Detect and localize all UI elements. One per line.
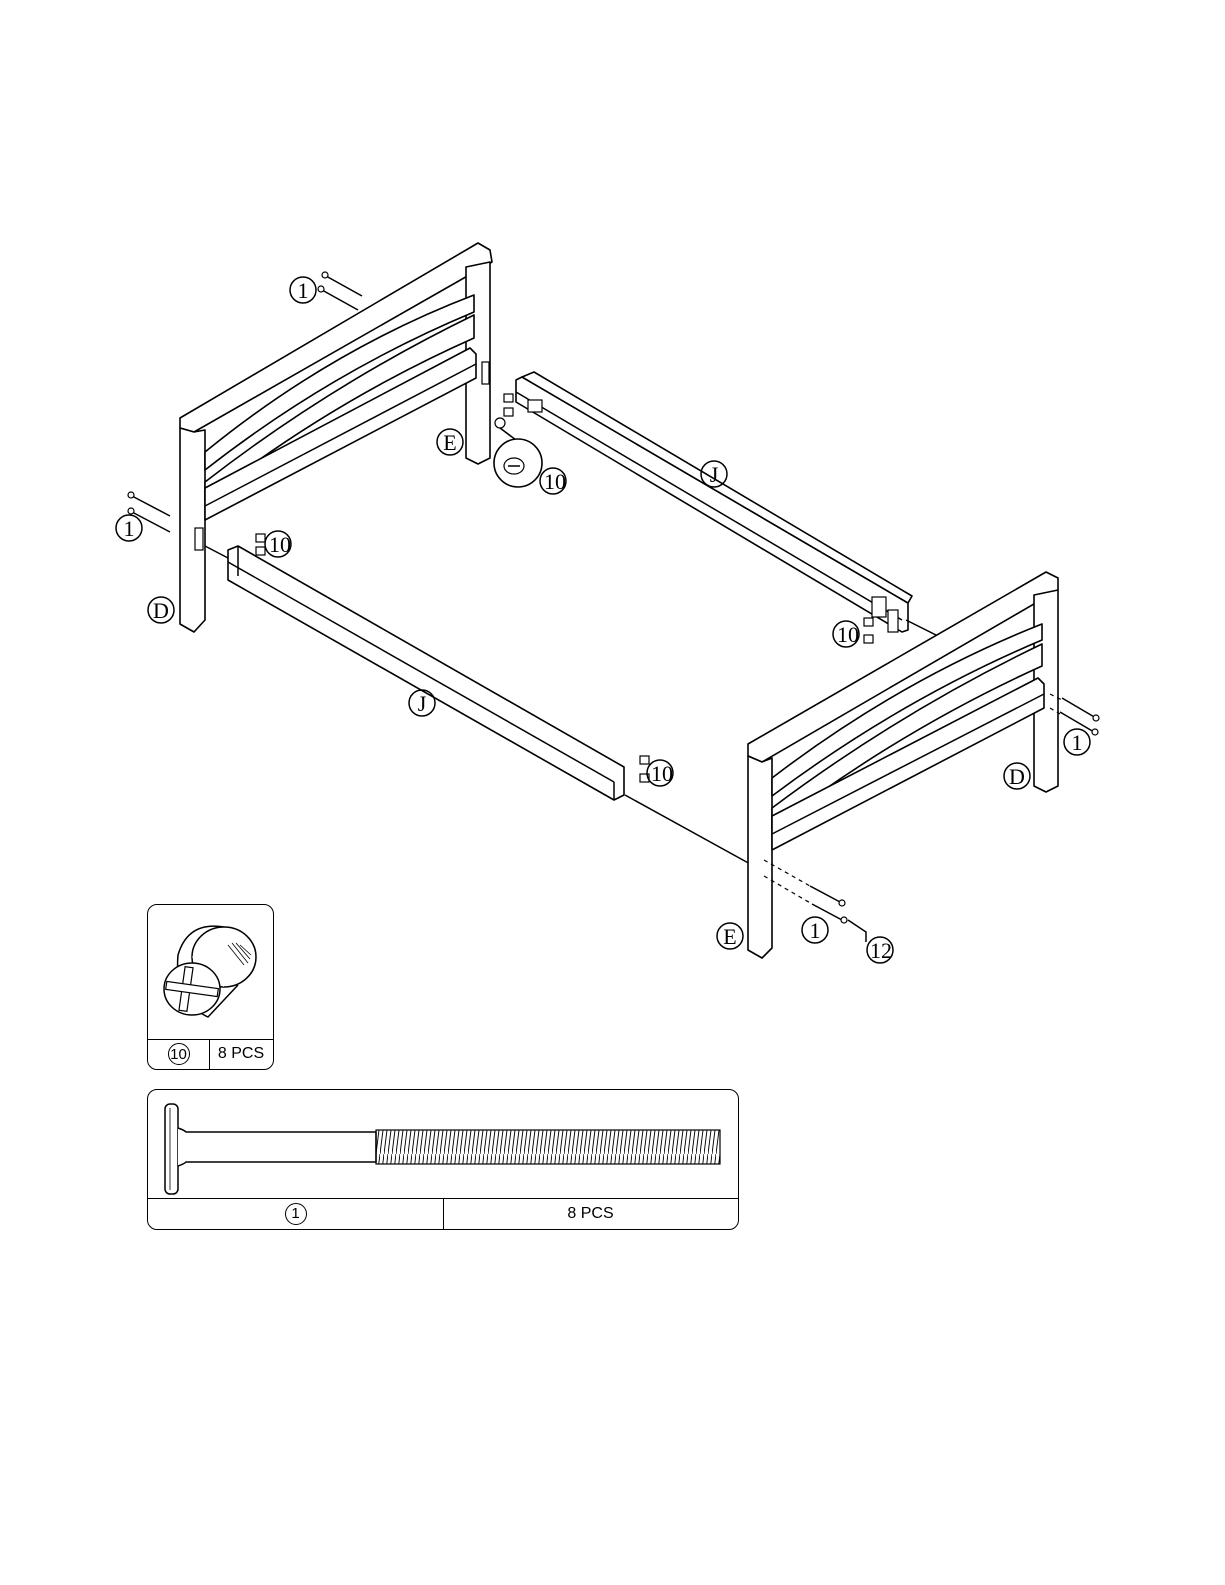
svg-text:10: 10: [651, 761, 673, 786]
callout-e-front: E: [717, 923, 743, 949]
callout-e-back: E: [437, 429, 463, 455]
svg-text:1: 1: [1072, 730, 1083, 755]
callout-12: 12: [867, 937, 893, 963]
cam-nuts: [256, 394, 873, 782]
svg-text:J: J: [418, 691, 427, 716]
callout-1-left: 1: [116, 515, 142, 541]
side-rail-back: [516, 372, 912, 632]
svg-text:1: 1: [124, 516, 135, 541]
svg-text:10: 10: [269, 532, 291, 557]
callout-1-right: 1: [1064, 729, 1090, 755]
callout-10-left: 10: [265, 531, 291, 557]
parts-box-bolt: 1 8 PCS: [147, 1089, 739, 1230]
side-rail-front: [228, 546, 624, 800]
svg-text:J: J: [710, 462, 719, 487]
cam-nut-magnifier: [494, 428, 542, 487]
callout-10-front-rail: 10: [647, 760, 673, 786]
svg-text:1: 1: [810, 918, 821, 943]
cam-nut-illustration: [148, 905, 273, 1039]
callout-d-right: D: [1004, 763, 1030, 789]
callout-10-center: 10: [540, 468, 566, 494]
svg-text:D: D: [153, 598, 169, 623]
parts-box-cam-nut: 10 8 PCS: [147, 904, 274, 1070]
svg-text:10: 10: [837, 622, 859, 647]
bolt-illustration: [148, 1090, 738, 1198]
callout-j-front: J: [409, 690, 435, 716]
bolt-part-number: 1: [148, 1198, 443, 1229]
svg-text:12: 12: [870, 938, 892, 963]
svg-text:D: D: [1009, 764, 1025, 789]
cam-nut-part-number: 10: [148, 1039, 209, 1069]
callout-1-bottom: 1: [802, 917, 828, 943]
svg-text:E: E: [723, 924, 736, 949]
bolt-quantity: 8 PCS: [443, 1198, 738, 1229]
callout-1-top-left: 1: [290, 277, 316, 303]
svg-text:1: 1: [298, 278, 309, 303]
svg-text:10: 10: [544, 469, 566, 494]
cam-nut-quantity: 8 PCS: [209, 1039, 273, 1069]
svg-text:E: E: [443, 430, 456, 455]
callout-d-left: D: [148, 597, 174, 623]
callout-10-right-rail: 10: [833, 621, 859, 647]
